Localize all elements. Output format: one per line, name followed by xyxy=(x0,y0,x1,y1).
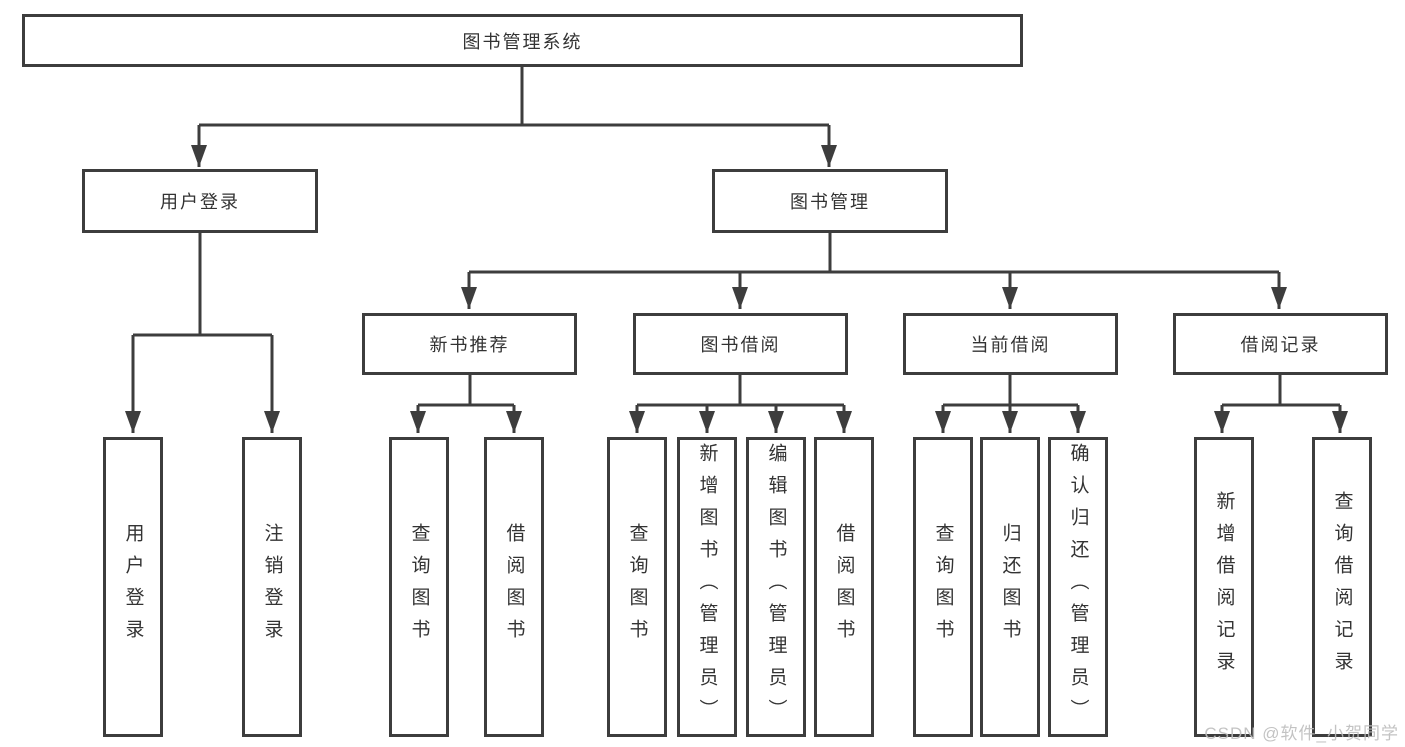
leaf-cb-return-books: 归还图书 xyxy=(980,437,1040,737)
node-current-borrow: 当前借阅 xyxy=(903,313,1118,375)
leaf-bb-add-books-admin: 新增图书（管理员） xyxy=(677,437,737,737)
node-book-management: 图书管理 xyxy=(712,169,948,233)
node-root-system: 图书管理系统 xyxy=(22,14,1023,67)
leaf-br-add-record: 新增借阅记录 xyxy=(1194,437,1254,737)
leaf-cb-query-books-label: 查询图书 xyxy=(932,523,954,651)
leaf-logout: 注销登录 xyxy=(242,437,302,737)
leaf-logout-label: 注销登录 xyxy=(261,523,283,651)
leaf-br-add-record-label: 新增借阅记录 xyxy=(1213,491,1235,683)
node-borrow-records: 借阅记录 xyxy=(1173,313,1388,375)
leaf-nb-query-books: 查询图书 xyxy=(389,437,449,737)
leaf-bb-add-books-admin-label: 新增图书（管理员） xyxy=(696,443,718,731)
leaf-bb-borrow-books: 借阅图书 xyxy=(814,437,874,737)
leaf-br-query-record: 查询借阅记录 xyxy=(1312,437,1372,737)
leaf-nb-borrow-books-label: 借阅图书 xyxy=(503,523,525,651)
connector-book-borrow-to-leaves xyxy=(629,374,852,433)
node-new-book-recommend: 新书推荐 xyxy=(362,313,577,375)
leaf-cb-query-books: 查询图书 xyxy=(913,437,973,737)
leaf-nb-borrow-books: 借阅图书 xyxy=(484,437,544,737)
leaf-nb-query-books-label: 查询图书 xyxy=(408,523,430,651)
connector-current-borrow-to-leaves xyxy=(935,374,1086,433)
node-book-borrow: 图书借阅 xyxy=(633,313,848,375)
connector-new-books-to-leaves xyxy=(410,374,522,433)
leaf-cb-confirm-return-admin-label: 确认归还（管理员） xyxy=(1067,443,1089,731)
leaf-bb-query-books: 查询图书 xyxy=(607,437,667,737)
leaf-br-query-record-label: 查询借阅记录 xyxy=(1331,491,1353,683)
leaf-cb-confirm-return-admin: 确认归还（管理员） xyxy=(1048,437,1108,737)
connector-user-login-to-leaves xyxy=(125,233,280,433)
leaf-user-login-label: 用户登录 xyxy=(122,523,144,651)
leaf-user-login: 用户登录 xyxy=(103,437,163,737)
watermark: CSDN @软件_小贺同学 xyxy=(1204,724,1399,743)
connector-borrow-records-to-leaves xyxy=(1214,374,1348,433)
leaf-cb-return-books-label: 归还图书 xyxy=(999,523,1021,651)
leaf-bb-query-books-label: 查询图书 xyxy=(626,523,648,651)
connector-root-to-level2 xyxy=(191,67,837,167)
leaf-bb-edit-books-admin: 编辑图书（管理员） xyxy=(746,437,806,737)
leaf-bb-edit-books-admin-label: 编辑图书（管理员） xyxy=(765,443,787,731)
leaf-bb-borrow-books-label: 借阅图书 xyxy=(833,523,855,651)
connector-book-mgmt-to-modules xyxy=(461,233,1287,309)
node-user-login: 用户登录 xyxy=(82,169,318,233)
